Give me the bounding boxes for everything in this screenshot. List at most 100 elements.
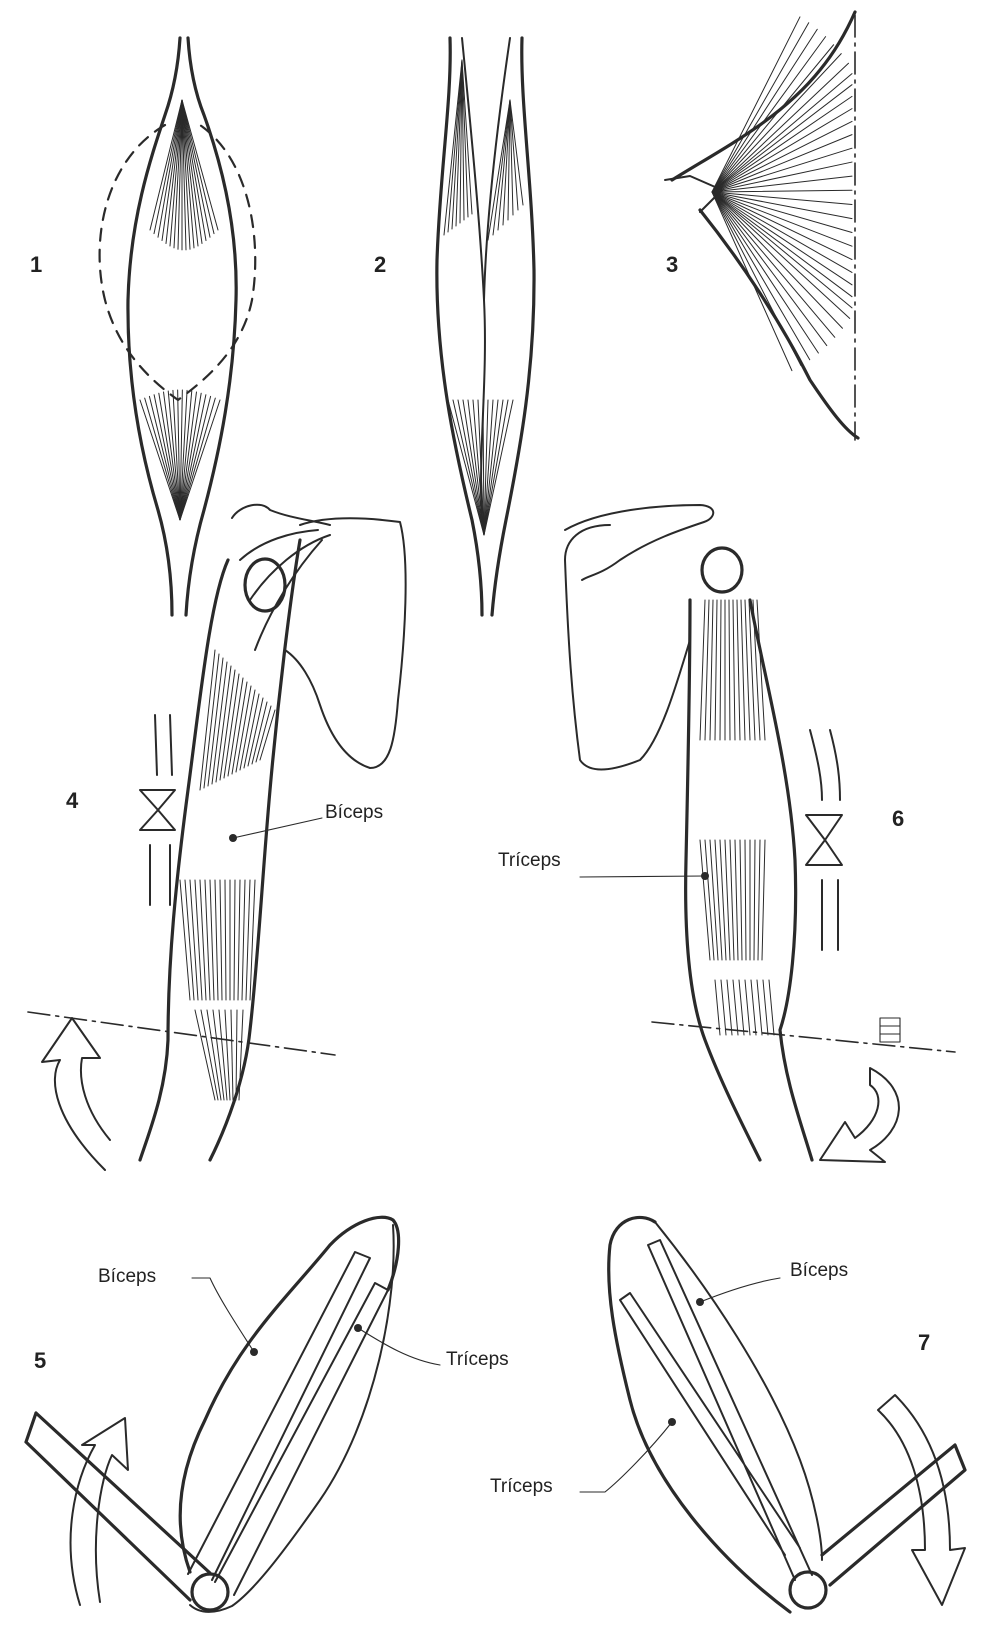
figure-number-2: 2 bbox=[374, 252, 386, 277]
fig5-forearm-bar bbox=[26, 1413, 210, 1600]
fig5-triceps-label: Tríceps bbox=[446, 1349, 509, 1370]
figure-number-4: 4 bbox=[66, 788, 79, 813]
fig3-fiber bbox=[712, 192, 818, 353]
figure-number-5: 5 bbox=[34, 1348, 46, 1373]
fig5-triceps-leader bbox=[358, 1328, 440, 1365]
fig4-fiber bbox=[180, 880, 190, 1000]
fig3-fan-outline-bottom bbox=[700, 210, 858, 438]
fig4-fiber bbox=[242, 880, 245, 1000]
fig3-fiber bbox=[712, 192, 842, 328]
fig6-fiber bbox=[751, 980, 756, 1035]
fig4-fiber bbox=[195, 1010, 215, 1100]
figure-2-two-belly-muscle bbox=[437, 38, 534, 615]
fig7-triceps-label: Tríceps bbox=[490, 1476, 553, 1497]
fig6-fiber bbox=[715, 600, 717, 740]
fig4-fiber bbox=[252, 702, 267, 764]
fig4-tendon-c bbox=[255, 540, 322, 650]
fig4-fiber bbox=[212, 662, 227, 784]
figure-6-triceps-arm: Tríceps bbox=[498, 505, 955, 1162]
figure-7-lever-extension: Bíceps Tríceps bbox=[490, 1217, 965, 1612]
fig3-fiber bbox=[712, 54, 841, 192]
fig6-fiber bbox=[721, 980, 726, 1035]
fig6-arm-outline-left bbox=[686, 600, 760, 1160]
fig4-fiber bbox=[205, 880, 210, 1000]
figure-number-6: 6 bbox=[892, 806, 904, 831]
fig4-fiber bbox=[220, 880, 222, 1000]
fig4-fiber bbox=[232, 682, 247, 774]
fig4-fiber bbox=[215, 880, 218, 1000]
fig4-scapula bbox=[285, 518, 406, 768]
fig4-fiber bbox=[228, 678, 243, 776]
fig2-fiber bbox=[493, 100, 510, 235]
figure-number-7: 7 bbox=[918, 1330, 930, 1355]
figure-number-1: 1 bbox=[30, 252, 42, 277]
fig7-triceps-outline bbox=[609, 1217, 790, 1612]
fig4-elbow-axis bbox=[28, 1012, 335, 1055]
figure-5-lever-flexion: Bíceps Tríceps bbox=[26, 1217, 509, 1612]
fig1-fiber bbox=[180, 392, 196, 520]
fig4-fiber bbox=[240, 690, 255, 770]
fig6-fiber bbox=[700, 840, 710, 960]
figure-numbers: 1 2 3 4 5 6 7 bbox=[30, 252, 930, 1373]
fig6-small-marker bbox=[880, 1018, 900, 1042]
fig6-scapula bbox=[565, 525, 690, 769]
fig6-fiber bbox=[720, 600, 721, 740]
fig6-fiber bbox=[745, 840, 746, 960]
fig6-fiber bbox=[710, 840, 718, 960]
fig4-fiber bbox=[210, 880, 214, 1000]
fig2-fiber bbox=[484, 400, 503, 535]
fig7-elbow-joint bbox=[790, 1572, 826, 1608]
fig4-fiber bbox=[236, 1010, 237, 1100]
fig4-fibers bbox=[180, 650, 275, 1100]
fig3-fiber bbox=[712, 192, 827, 346]
fig6-fiber bbox=[729, 600, 730, 740]
fig3-fiber bbox=[712, 74, 852, 192]
fig7-triceps-leader bbox=[580, 1422, 672, 1492]
fig4-biceps-label: Bíceps bbox=[325, 802, 383, 823]
fig6-fiber bbox=[727, 980, 732, 1035]
fig7-forearm-bar bbox=[822, 1445, 965, 1585]
fig6-fiber bbox=[745, 980, 750, 1035]
fig6-fiber bbox=[725, 840, 730, 960]
fig1-fiber bbox=[164, 392, 180, 520]
fig4-fiber bbox=[185, 880, 194, 1000]
fig4-fiber bbox=[190, 880, 198, 1000]
fig3-fiber bbox=[712, 121, 852, 192]
fig6-fiber bbox=[733, 980, 738, 1035]
fig6-fiber bbox=[705, 600, 709, 740]
fig3-fiber bbox=[712, 176, 852, 192]
fig4-biceps-leader bbox=[233, 818, 322, 838]
fig5-biceps-label: Bíceps bbox=[98, 1266, 156, 1287]
fig4-flexion-arrow bbox=[42, 1018, 110, 1170]
fig6-fiber bbox=[700, 600, 705, 740]
fig6-fiber bbox=[757, 980, 762, 1035]
fig6-fiber bbox=[741, 600, 745, 740]
fig6-triceps-label: Tríceps bbox=[498, 850, 561, 871]
fig3-fan-fibers bbox=[712, 17, 852, 371]
fig4-fiber bbox=[204, 654, 219, 788]
fig4-fiber bbox=[238, 880, 240, 1000]
figure-number-3: 3 bbox=[666, 252, 678, 277]
fig4-fiber bbox=[231, 1010, 233, 1100]
fig4-fiber bbox=[216, 666, 231, 782]
fig6-fiber bbox=[769, 980, 774, 1035]
fig6-fiber bbox=[758, 840, 760, 960]
fig1-muscle-outline-left bbox=[128, 38, 180, 615]
fig7-biceps-label: Bíceps bbox=[790, 1260, 848, 1281]
fig6-fiber bbox=[735, 840, 738, 960]
fig6-fiber bbox=[739, 980, 744, 1035]
fig4-fiber bbox=[208, 658, 223, 786]
fig6-fiber bbox=[710, 600, 713, 740]
fig6-fiber bbox=[762, 840, 765, 960]
fig3-fiber bbox=[712, 63, 848, 192]
fig3-fiber bbox=[712, 192, 810, 360]
fig4-fiber bbox=[220, 670, 235, 780]
figure-1-fusiform-muscle bbox=[100, 38, 256, 615]
fig6-extension-arrow bbox=[820, 1068, 899, 1162]
fig4-fiber bbox=[225, 880, 226, 1000]
figure-4-biceps-arm: Bíceps bbox=[28, 505, 406, 1170]
fig3-fiber bbox=[712, 192, 852, 297]
fig6-fiber bbox=[733, 600, 735, 740]
